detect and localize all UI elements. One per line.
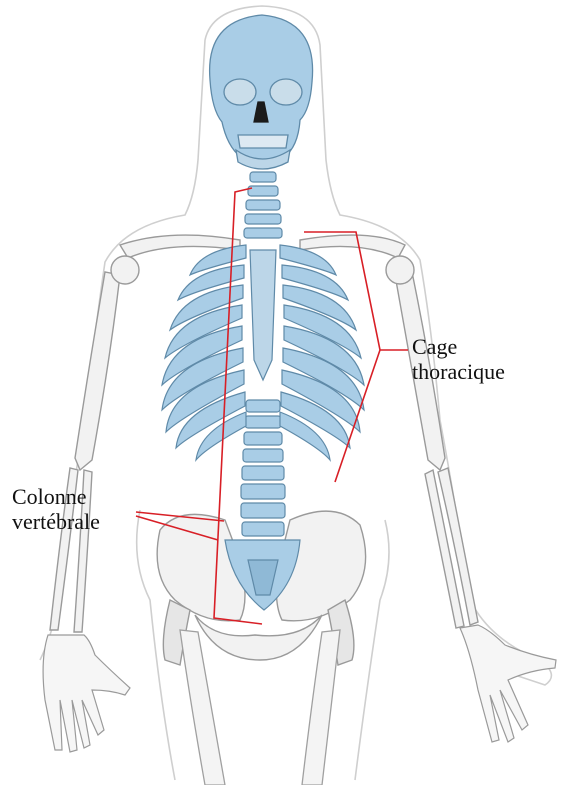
label-vertebral-column-line1: Colonne bbox=[12, 484, 100, 509]
label-vertebral-column: Colonne vertébrale bbox=[12, 484, 100, 534]
vertebral-column bbox=[225, 172, 300, 610]
label-vertebral-column-line2: vertébrale bbox=[12, 509, 100, 534]
label-thoracic-cage: Cage thoracique bbox=[412, 334, 505, 384]
label-thoracic-cage-line2: thoracique bbox=[412, 359, 505, 384]
label-thoracic-cage-line1: Cage bbox=[412, 334, 505, 359]
skull bbox=[210, 15, 313, 169]
